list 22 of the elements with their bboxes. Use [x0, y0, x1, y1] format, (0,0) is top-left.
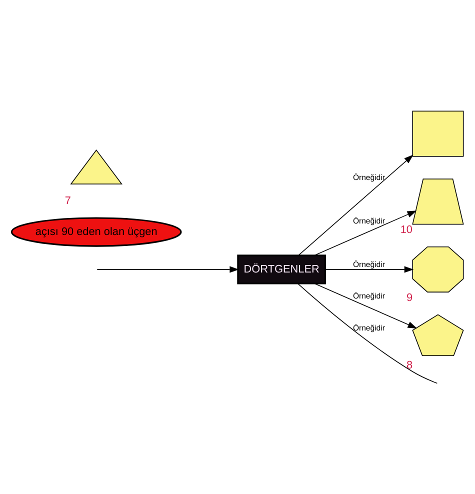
arrow [314, 282, 418, 328]
node-label: 9 [406, 291, 413, 304]
edge-label: Örneğidir [352, 216, 385, 225]
node-ellipse: açısı 90 eden olan üçgen [10, 216, 182, 246]
edge-label: Örneğidir [352, 172, 385, 182]
edge-label: Örneğidir [352, 290, 385, 300]
arrow [96, 266, 240, 272]
arrow [314, 210, 417, 256]
connector [298, 282, 438, 384]
edge-label: Örneğidir [352, 260, 385, 269]
edge-label: Örneğidir [352, 322, 385, 332]
arrow [298, 154, 414, 256]
node-box: DÖRTGENLER [237, 254, 326, 284]
node-pentagon [412, 314, 464, 356]
node-octagon [412, 246, 464, 292]
node-label: 7 [64, 194, 71, 207]
node-box [412, 110, 464, 156]
arrow [324, 266, 414, 272]
node-trapezoid [412, 178, 464, 224]
node-label: 8 [406, 359, 413, 372]
node-triangle [70, 148, 122, 184]
node-label: 10 [400, 223, 412, 236]
